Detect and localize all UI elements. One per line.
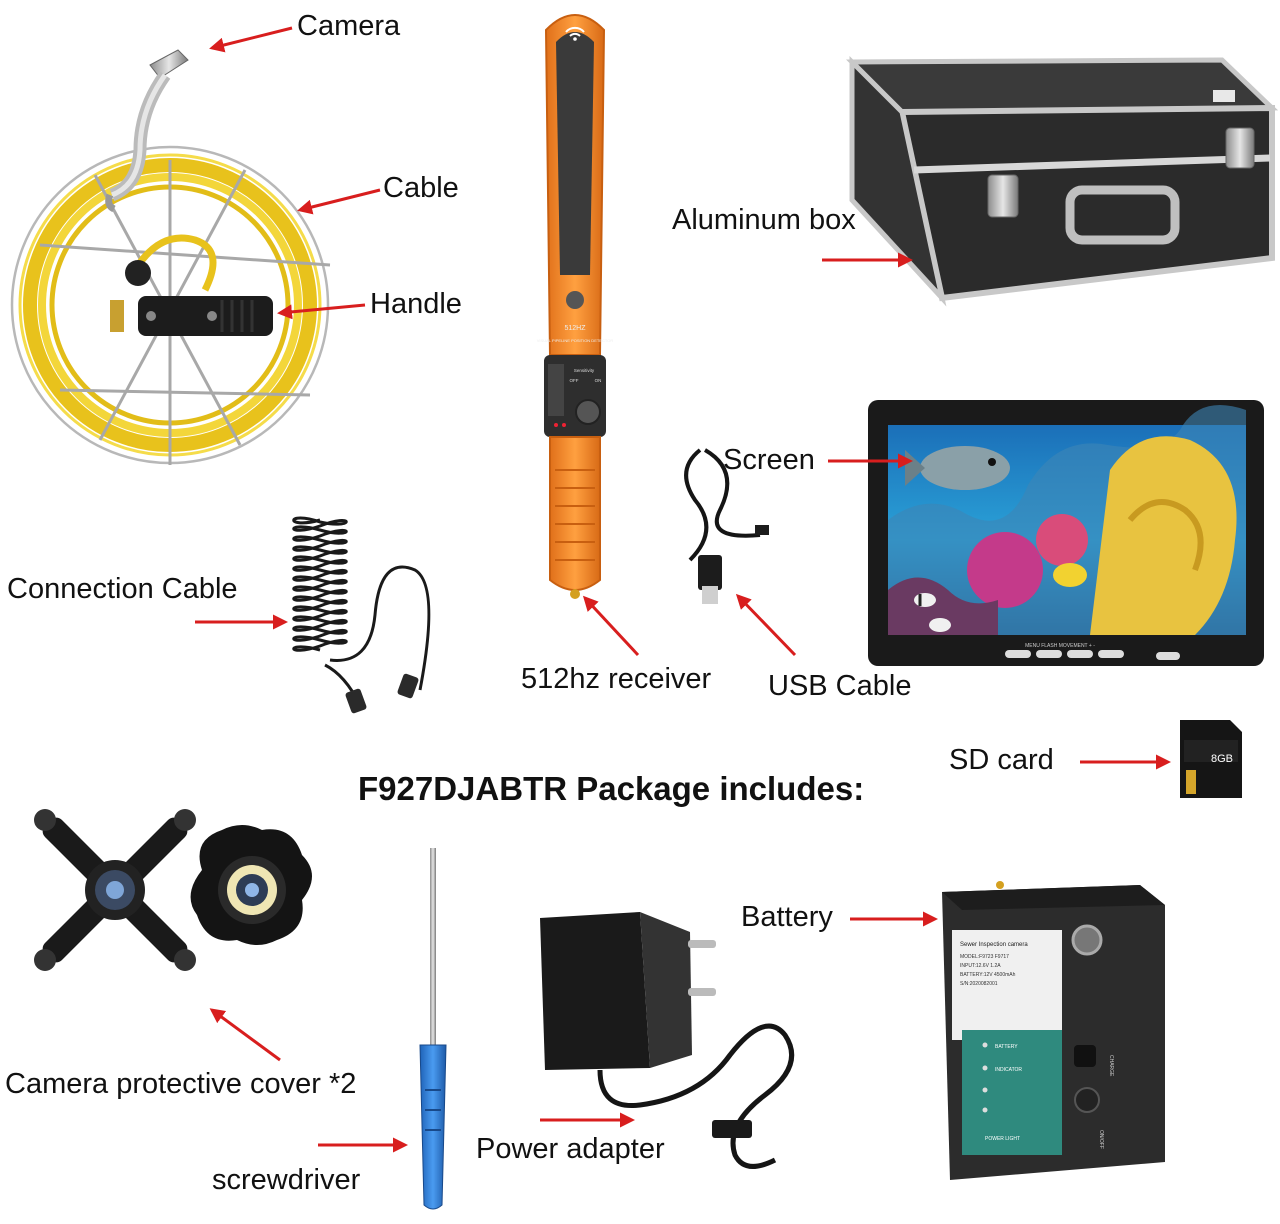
arrow-usb-cable [735, 593, 797, 657]
battery-power-light-text: POWER LIGHT [985, 1136, 1020, 1142]
battery-heading-text: Sewer Inspection camera [960, 942, 1028, 948]
monitor-image: MENU FLASH MOVEMENT + - [868, 400, 1264, 666]
battery-onoff-text: ON/OFF [1098, 1130, 1104, 1149]
sd-card-image: 8GB [1180, 720, 1242, 798]
battery-spec-text: BATTERY:12V 4500mAh [960, 972, 1016, 978]
aluminum-box-image [845, 55, 1279, 307]
screwdriver-image [419, 848, 447, 1210]
receiver-model-text: 512HZ [564, 325, 586, 332]
receiver-off-text: OFF [570, 378, 579, 383]
battery-led2-text: INDICATOR [995, 1067, 1022, 1073]
label-protective-cover: Camera protective cover *2 [5, 1068, 357, 1100]
label-camera: Camera [297, 10, 401, 42]
label-battery: Battery [741, 901, 833, 933]
package-title: F927DJABTR Package includes: [358, 770, 865, 807]
receiver-switch-text: Sensitivity [574, 368, 595, 373]
label-cable: Cable [383, 172, 459, 204]
usb-cable-image [684, 448, 769, 604]
label-aluminum-box: Aluminum box [672, 204, 856, 236]
sd-capacity-text: 8GB [1211, 753, 1233, 765]
receiver-wand-image: 512HZ VISUAL PIPELINE POSITION DETECTOR … [537, 14, 614, 599]
arrow-protective-cover [209, 1008, 281, 1062]
pointer-arrows [195, 26, 1171, 1153]
battery-sn-text: S/N:2020082001 [960, 981, 998, 987]
arrow-camera [209, 26, 293, 53]
label-connection-cable: Connection Cable [7, 573, 238, 605]
camera-protective-cover-image [34, 809, 312, 971]
label-receiver: 512hz receiver [521, 663, 712, 695]
label-screen: Screen [723, 444, 815, 476]
battery-image: Sewer Inspection camera MODEL:F9723 F971… [942, 881, 1165, 1180]
connection-cable-image [292, 516, 431, 714]
label-handle: Handle [370, 288, 462, 320]
label-screwdriver: screwdriver [212, 1164, 361, 1196]
battery-model-text: MODEL:F9723 F9717 [960, 954, 1009, 960]
label-power-adapter: Power adapter [476, 1133, 665, 1165]
arrow-receiver [582, 595, 640, 657]
battery-charge-text: CHARGE [1108, 1055, 1114, 1077]
battery-input-text: INPUT:12.6V 1.2A [960, 963, 1001, 969]
monitor-buttons-text: MENU FLASH MOVEMENT + - [1025, 643, 1095, 649]
power-adapter-image [540, 912, 795, 1169]
label-usb-cable: USB Cable [768, 670, 912, 702]
arrow-handle [277, 303, 366, 320]
battery-led1-text: BATTERY [995, 1044, 1018, 1050]
receiver-on-text: ON [595, 378, 602, 383]
cable-reel-image [10, 49, 331, 465]
label-sd-card: SD card [949, 744, 1054, 776]
receiver-caption-text: VISUAL PIPELINE POSITION DETECTOR [537, 338, 614, 343]
arrow-cable [297, 188, 381, 215]
